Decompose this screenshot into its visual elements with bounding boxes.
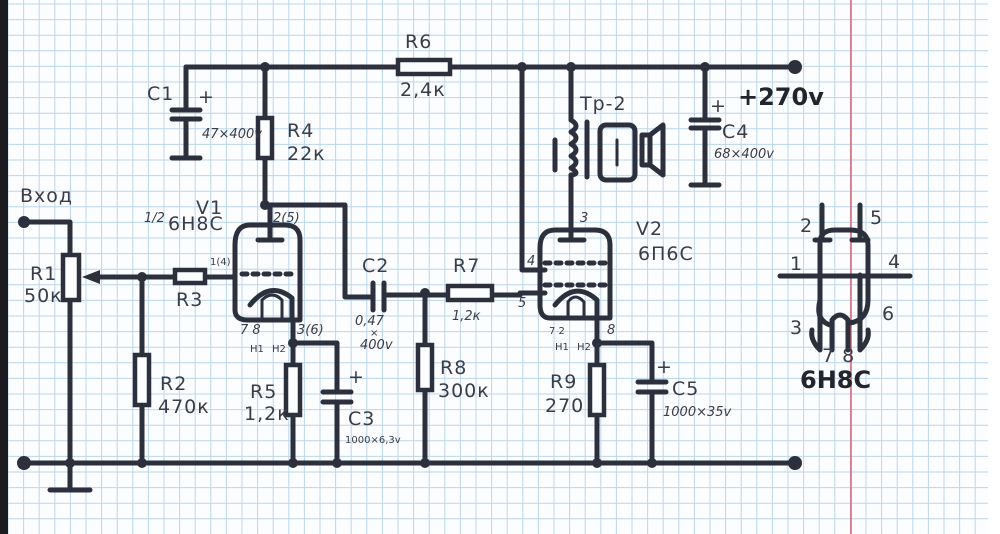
label-c4: C4 bbox=[722, 121, 749, 143]
v2-pin-heater: 7 2 bbox=[549, 326, 565, 337]
right-edge bbox=[988, 0, 1000, 534]
label-c5: C5 bbox=[672, 378, 699, 400]
label-v2-type: 6П6С bbox=[638, 243, 694, 265]
label-c3: C3 bbox=[348, 408, 375, 430]
value-r1: 50к bbox=[24, 285, 63, 307]
v2-pin-screen: 4 bbox=[527, 254, 535, 269]
label-r1: R1 bbox=[30, 263, 57, 285]
pinout-pin-4: 4 bbox=[888, 251, 901, 273]
input-wire bbox=[21, 219, 93, 493]
pinout-title: 6Н8С bbox=[800, 366, 871, 394]
value-r8: 300к bbox=[438, 380, 490, 402]
v2-pin-anode: 3 bbox=[580, 211, 588, 226]
pinout-pin-6: 6 bbox=[882, 303, 895, 325]
value-r9: 270 bbox=[545, 395, 584, 417]
tube-v1 bbox=[232, 202, 303, 323]
label-r7: R7 bbox=[453, 255, 480, 277]
resistor-r2 bbox=[132, 352, 152, 408]
resistor-r4 bbox=[255, 115, 275, 161]
value-r5: 1,2к bbox=[244, 403, 290, 425]
v1-pin-heater: 7 8 bbox=[240, 323, 261, 338]
v2-h1: H1 bbox=[555, 342, 569, 353]
label-r9: R9 bbox=[550, 371, 577, 393]
value-c5: 1000×35v bbox=[663, 405, 732, 420]
plus-c1: + bbox=[198, 86, 215, 108]
label-r2: R2 bbox=[160, 373, 187, 395]
supply-voltage: +270v bbox=[738, 83, 824, 111]
value-r4: 22к bbox=[287, 143, 326, 165]
wiper-arrow-icon bbox=[82, 270, 100, 284]
v1-h2: H2 bbox=[272, 344, 286, 355]
label-r4: R4 bbox=[287, 120, 314, 142]
label-r8: R8 bbox=[440, 357, 467, 379]
v2-pin-cathode: 8 bbox=[607, 323, 615, 338]
v2-h2: H2 bbox=[577, 342, 591, 353]
speaker-icon bbox=[639, 122, 666, 178]
label-input: Вход bbox=[20, 185, 73, 207]
v1-h1: H1 bbox=[250, 344, 264, 355]
value-r2: 470к bbox=[158, 396, 210, 418]
v2-wires bbox=[517, 64, 574, 296]
value-c1: 47×400v bbox=[202, 127, 262, 142]
value-c4: 68×400v bbox=[714, 147, 774, 162]
value-c2-cap: 0,47 bbox=[355, 314, 385, 329]
output-transformer bbox=[552, 117, 638, 183]
v1-pin-cathode: 3(6) bbox=[297, 323, 324, 338]
resistor-r8 bbox=[415, 342, 435, 393]
resistor-r7 bbox=[445, 283, 495, 303]
pinout-pin-1: 1 bbox=[790, 253, 803, 275]
v2-pin-grid: 5 bbox=[518, 296, 526, 311]
label-r6: R6 bbox=[405, 31, 432, 53]
label-r3: R3 bbox=[176, 289, 203, 311]
graph-paper-grid bbox=[7, 0, 1000, 534]
resistor-r5 bbox=[283, 362, 303, 418]
tube-v2 bbox=[537, 227, 613, 321]
pinout-pin-2: 2 bbox=[800, 215, 813, 237]
label-r5: R5 bbox=[250, 381, 277, 403]
value-r6: 2,4к bbox=[400, 79, 446, 101]
label-c2: C2 bbox=[362, 255, 389, 277]
pinout-pin-3: 3 bbox=[790, 317, 803, 339]
value-c2-x: × bbox=[370, 328, 378, 339]
value-c3: 1000×6,3v bbox=[345, 435, 401, 446]
label-transformer: Tp-2 bbox=[579, 93, 627, 115]
capacitor-c4 bbox=[688, 64, 722, 188]
pinout-pin-5: 5 bbox=[870, 207, 883, 229]
capacitor-c1 bbox=[169, 64, 203, 161]
potentiometer-r1 bbox=[60, 252, 82, 303]
label-v1-type: 6Н8С bbox=[168, 213, 224, 235]
left-edge bbox=[0, 0, 8, 534]
plus-c4: + bbox=[710, 95, 727, 117]
pinout-diagram-6n8c bbox=[777, 202, 913, 353]
resistor-r6 bbox=[395, 57, 453, 77]
label-c1: C1 bbox=[147, 83, 174, 105]
pinout-pin-7-8: 7 8 bbox=[822, 345, 855, 367]
plus-c5: + bbox=[656, 356, 673, 378]
v1-anode-wire bbox=[262, 64, 376, 300]
value-c2-volt: 400v bbox=[360, 338, 393, 353]
v1-pin-anode: 2(5) bbox=[273, 211, 300, 226]
resistor-r3 bbox=[172, 267, 208, 286]
value-r7: 1,2к bbox=[452, 309, 481, 324]
resistor-r9 bbox=[587, 362, 607, 418]
label-v2: V2 bbox=[636, 218, 663, 240]
plus-c3: + bbox=[348, 366, 365, 388]
label-v1: V1 bbox=[196, 197, 223, 219]
v1-pin-grid: 1(4) bbox=[210, 257, 231, 268]
label-v1-half: 1/2 bbox=[144, 211, 165, 226]
